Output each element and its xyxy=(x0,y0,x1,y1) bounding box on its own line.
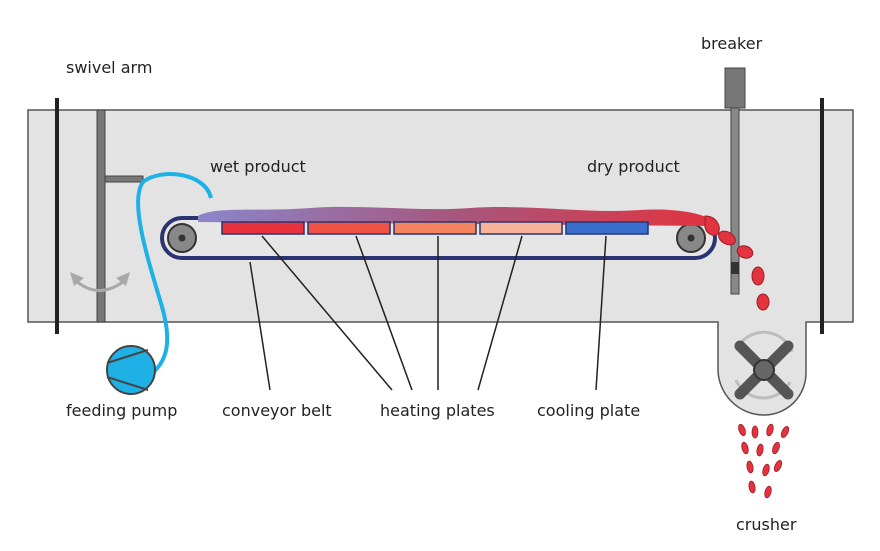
crusher-rotor-icon xyxy=(734,330,794,400)
heating-plates-label: heating plates xyxy=(380,401,495,420)
dryer-chamber xyxy=(27,109,854,416)
leader-lines xyxy=(249,235,607,391)
crushed-product-pieces xyxy=(738,423,790,499)
product-layer xyxy=(198,206,715,226)
right-roller-icon xyxy=(676,223,706,253)
feeding-pump-label: feeding pump xyxy=(66,401,177,420)
heating-plate-1 xyxy=(221,221,305,235)
heating-plate-2 xyxy=(307,221,391,235)
crusher-label: crusher xyxy=(736,515,797,534)
dry-product-pieces xyxy=(704,215,770,311)
swivel-arrows-icon xyxy=(70,272,130,292)
left-roller-icon xyxy=(167,223,197,253)
heating-plate-3 xyxy=(393,221,477,235)
cooling-plate xyxy=(565,221,649,235)
cooling-plate-label: cooling plate xyxy=(537,401,640,420)
breaker xyxy=(724,67,746,295)
heating-plate-4 xyxy=(479,221,563,235)
dry-product-label: dry product xyxy=(587,157,680,176)
feeding-pump-icon xyxy=(106,345,156,395)
wet-product-label: wet product xyxy=(210,157,306,176)
swivel-arm xyxy=(96,109,144,323)
breaker-label: breaker xyxy=(701,34,763,53)
swivel-arm-label: swivel arm xyxy=(66,58,152,77)
conveyor-belt-label: conveyor belt xyxy=(222,401,332,420)
feed-hose xyxy=(136,172,213,379)
